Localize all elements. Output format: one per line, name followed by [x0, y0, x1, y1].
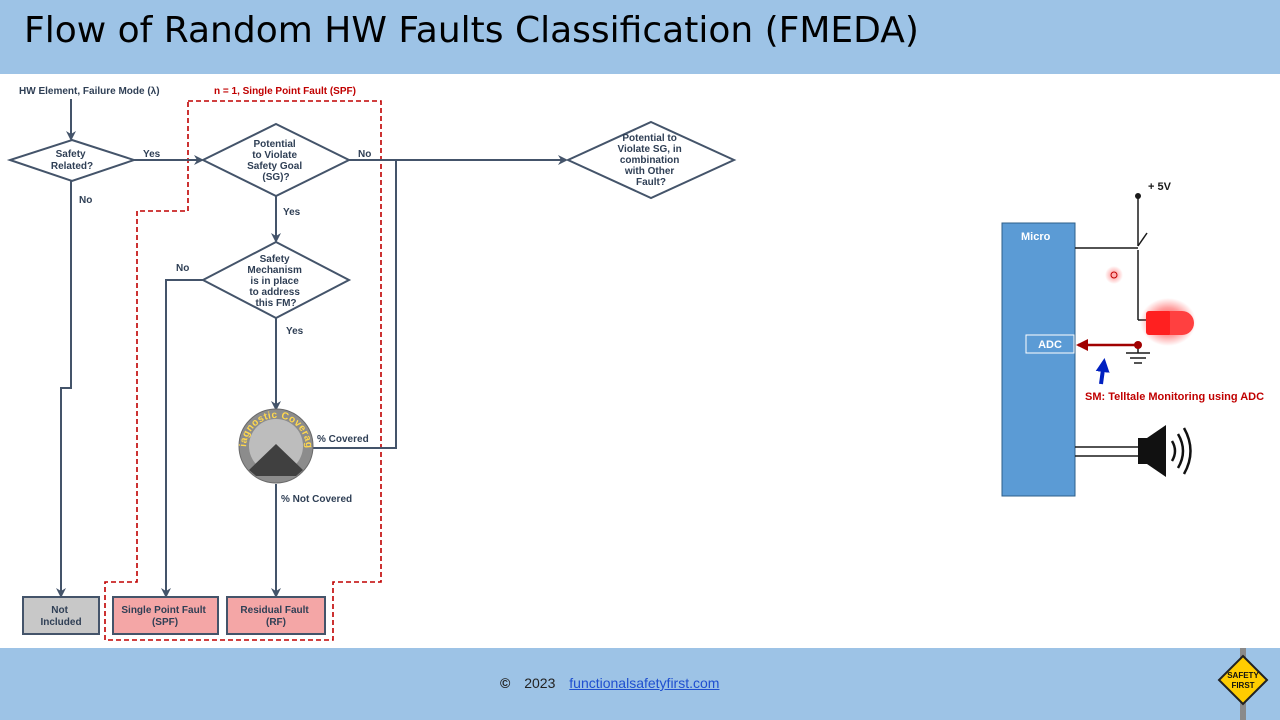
led-icon: [1146, 311, 1194, 335]
page-title: Flow of Random HW Faults Classification …: [24, 10, 919, 51]
adc-label: ADC: [1038, 339, 1062, 351]
probe-dot: [1110, 271, 1118, 279]
not-included-box: Not Included: [22, 596, 100, 635]
sg-combination-text: Potential to Violate SG, in combination …: [617, 133, 684, 188]
sg-combination-diamond: [565, 120, 737, 200]
website-link[interactable]: functionalsafetyfirst.com: [569, 675, 720, 691]
supply-label: + 5V: [1148, 181, 1172, 193]
diagnostic-coverage-gauge: Diagnostic Coverage: [0, 0, 314, 484]
svg-text:Single Point Fault (SPF): Single Point Fault (SPF): [121, 605, 208, 628]
connector-safety-no: [56, 181, 72, 598]
copyright: © 2023 functionalsafetyfirst.com: [500, 675, 719, 691]
covered-label: % Covered: [317, 434, 369, 445]
spf-box: Single Point Fault (SPF): [112, 596, 219, 635]
sm-arrow: [1095, 358, 1110, 385]
sm-yes-label: Yes: [286, 326, 304, 337]
copyright-year: 2023: [524, 675, 556, 691]
svg-text:Not Included: Not Included: [40, 605, 81, 628]
adc-block: [1025, 334, 1075, 354]
svg-text:Residual Fault (RF): Residual Fault (RF): [240, 605, 311, 628]
spf-region-label: n = 1, Single Point Fault (SPF): [214, 86, 356, 97]
title-bar: Flow of Random HW Faults Classification …: [0, 0, 1280, 74]
violate-sg-diamond: [200, 122, 352, 198]
logo-text-line2: FIRST: [1231, 681, 1254, 690]
copyright-symbol: ©: [500, 675, 511, 691]
sm-no-label: No: [176, 263, 189, 274]
svg-text:Diagnostic Coverage: Diagnostic Coverage: [0, 0, 314, 449]
footer: [0, 648, 1280, 720]
circuit-diagram: Micro ADC + 5V SM: Telltale Mon: [1001, 181, 1264, 497]
safety-related-diamond: [6, 138, 138, 183]
micro-block: [1001, 222, 1076, 497]
safety-no-label: No: [79, 195, 92, 206]
spf-region-border: [104, 100, 382, 641]
sg-no-label: No: [358, 149, 371, 160]
rf-box: Residual Fault (RF): [226, 596, 326, 635]
adc-node: [1134, 341, 1142, 349]
safety-yes-label: Yes: [143, 149, 161, 160]
start-label: HW Element, Failure Mode (λ): [19, 86, 160, 97]
logo-text-line1: SAFETY: [1227, 671, 1259, 680]
safety-related-text: Safety Related?: [51, 149, 93, 172]
diagnostic-coverage-label: Diagnostic Coverage: [0, 0, 314, 449]
connector-covered: [312, 160, 397, 449]
speaker-icon: [1138, 425, 1192, 477]
safety-first-logo: SAFETY FIRST: [1217, 648, 1269, 720]
sm-label: SM: Telltale Monitoring using ADC: [1085, 391, 1264, 403]
sm-in-place-diamond: [200, 240, 352, 320]
sg-yes-label: Yes: [283, 207, 301, 218]
micro-label: Micro: [1021, 231, 1051, 243]
connector-sm-no: [161, 279, 203, 598]
sm-in-place-text: Safety Mechanism is in place to address …: [247, 254, 304, 309]
not-covered-label: % Not Covered: [281, 494, 352, 505]
violate-sg-text: Potential to Violate Safety Goal (SG)?: [247, 139, 305, 183]
supply-node: [1135, 193, 1141, 199]
